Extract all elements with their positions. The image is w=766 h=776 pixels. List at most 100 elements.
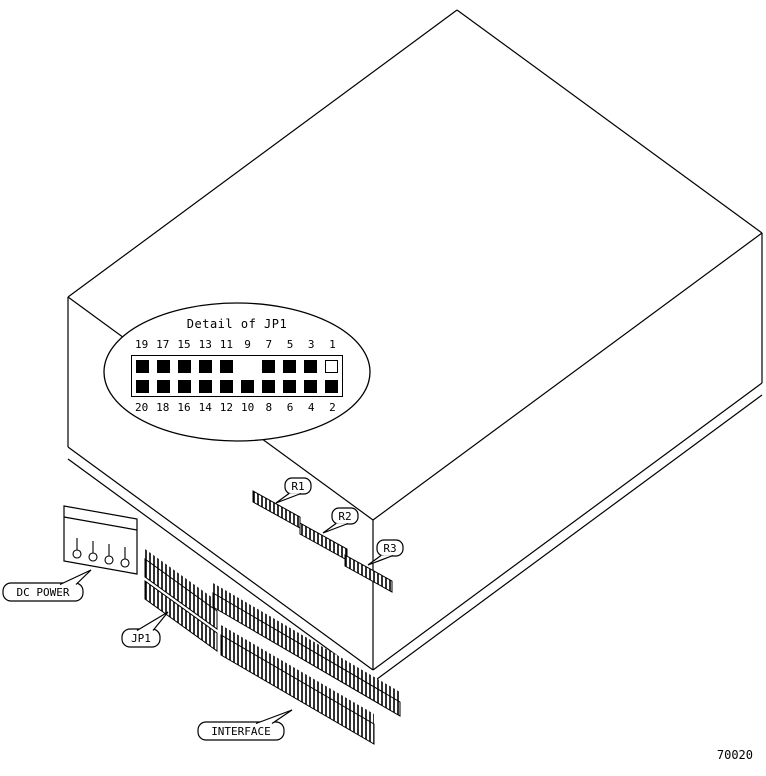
pin-number: 11 [219, 338, 234, 351]
pin-cell [132, 379, 153, 393]
pin-filled [262, 359, 275, 373]
jp1-row-bottom [144, 580, 218, 652]
pin-cell [216, 359, 237, 373]
interface-pin-comb-upper [213, 583, 400, 702]
pin-filled [304, 379, 317, 393]
r2-label: R2 [338, 510, 351, 523]
pin-filled [304, 359, 317, 373]
pin-filled [220, 359, 233, 373]
pin-number: 16 [177, 401, 191, 414]
interface-callout-box [197, 721, 285, 741]
pin-number: 10 [240, 401, 255, 414]
jp1-callout: JP1 [121, 611, 169, 648]
r3-pack [344, 554, 393, 593]
pin-number: 15 [177, 338, 191, 351]
pin-number: 2 [329, 401, 336, 414]
pin-filled [283, 359, 296, 373]
callout-pointer [59, 569, 92, 586]
r2-callout: R2 [322, 507, 359, 534]
r1-callout: R1 [275, 477, 312, 504]
r1-label: R1 [291, 480, 304, 493]
pin-cell [237, 360, 258, 373]
dc-power-connector [63, 505, 138, 575]
r3-label: R3 [383, 542, 396, 555]
pin-open [325, 359, 338, 373]
pin-number: 6 [286, 401, 294, 414]
pin-number: 9 [244, 338, 251, 351]
pin-number: 7 [265, 338, 273, 351]
callout-pointer [136, 611, 169, 632]
pin-cell [279, 359, 300, 373]
dc-power-body [63, 505, 138, 575]
pin-cell [258, 379, 279, 393]
chassis-top-left-edge [67, 9, 458, 298]
pin-filled [283, 379, 296, 393]
detail-title: Detail of JP1 [186, 317, 288, 331]
interface-connector [212, 583, 401, 745]
interface-callout: INTERFACE [197, 709, 293, 741]
jp1-pin-grid [131, 355, 343, 397]
pin-number: 20 [134, 401, 149, 414]
jp1-label: JP1 [131, 632, 151, 645]
callouts: DC POWER JP1 INTERFACE R1 [2, 477, 404, 741]
figure-number: 70020 [717, 748, 753, 762]
pin-filled [178, 379, 191, 393]
dc-power-body-line [63, 516, 138, 531]
chassis-bottom-left-edge [67, 446, 374, 671]
pin-cell [258, 359, 279, 373]
pin-cell [237, 379, 258, 393]
interface-pin-comb-lower [221, 625, 374, 724]
pin-cell [300, 359, 321, 373]
pin-cell [132, 359, 153, 373]
pin-cell [300, 379, 321, 393]
pin-cell [216, 379, 237, 393]
dc-power-pins [72, 538, 130, 568]
chassis-top-right-edge [456, 9, 763, 234]
dc-power-callout: DC POWER [2, 569, 92, 602]
interface-pin-row-upper [212, 592, 401, 717]
pin-number: 18 [156, 401, 170, 414]
pin-filled [136, 359, 149, 373]
callout-pointer [322, 522, 349, 534]
pin-cell [174, 359, 195, 373]
interface-label: INTERFACE [211, 725, 271, 738]
pin-cell [195, 379, 216, 393]
pin-cell [321, 379, 342, 393]
r2-pack [299, 522, 348, 561]
pin-number: 19 [134, 338, 149, 351]
dc-pin-stems [76, 538, 126, 559]
callout-pointer [275, 492, 302, 504]
pin-number: 1 [329, 338, 336, 351]
chassis-bottom-right-edge [372, 382, 763, 671]
jp1-row-top [144, 558, 218, 630]
jp1-bottom-pin-row [132, 376, 342, 396]
dc-power-callout-box [2, 582, 84, 602]
pin-filled [199, 359, 212, 373]
pin-number: 8 [265, 401, 273, 414]
chassis-bottom-left-lip [67, 458, 374, 683]
pin-filled [157, 359, 170, 373]
pin-filled [136, 379, 149, 393]
chassis-bottom-right-lip [372, 394, 763, 683]
jp1-top-pin-row [132, 356, 342, 376]
pin-cell [174, 379, 195, 393]
pin-filled [157, 379, 170, 393]
chassis-outline [67, 9, 763, 683]
interface-pin-row-lower [220, 634, 375, 745]
callout-pointer [367, 554, 394, 566]
jp1-pin-comb [145, 549, 217, 611]
pin-cell [279, 379, 300, 393]
pin-cell [153, 379, 174, 393]
jp1-header [144, 549, 218, 652]
pin-number: 4 [307, 401, 315, 414]
pin-number: 14 [198, 401, 212, 414]
pin-number: 5 [286, 338, 294, 351]
pin-filled [199, 379, 212, 393]
pin-number: 17 [156, 338, 170, 351]
pin-number: 3 [307, 338, 315, 351]
chassis-front-right-top-edge [372, 232, 763, 521]
pin-cell [195, 359, 216, 373]
pin-filled [178, 359, 191, 373]
